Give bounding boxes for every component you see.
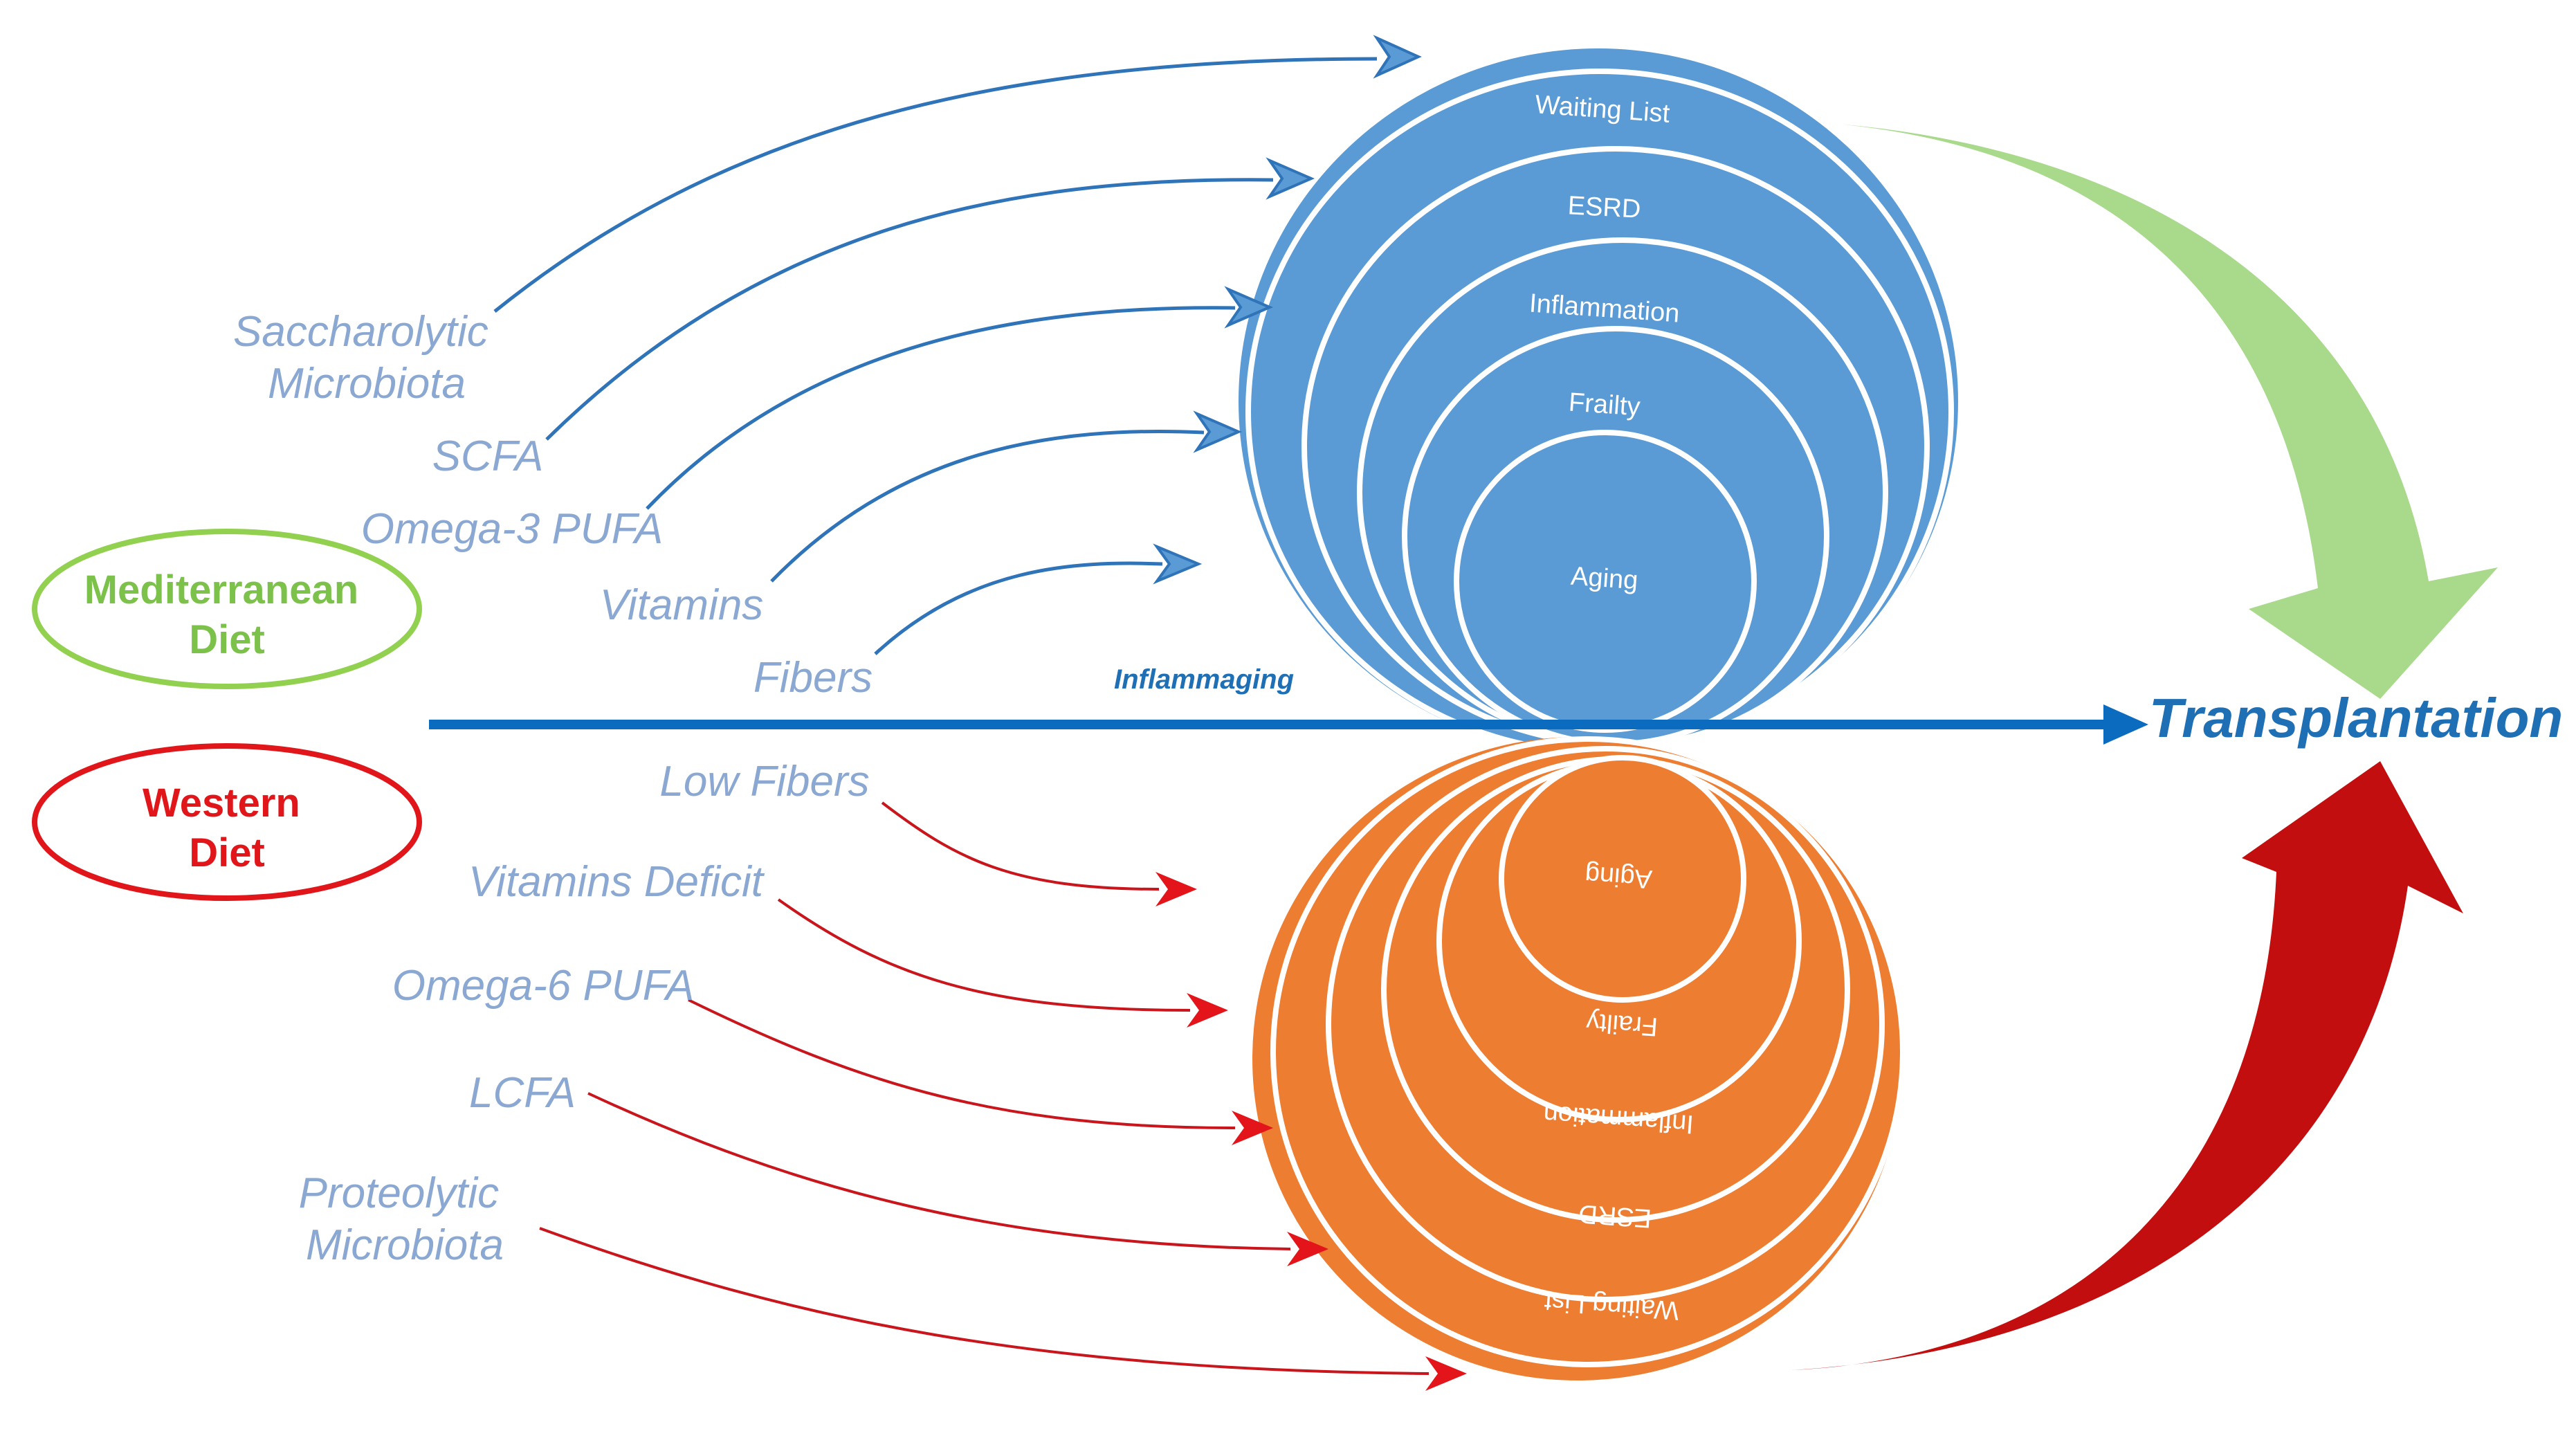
chevron-icon bbox=[1193, 410, 1243, 453]
blue-layer-aging bbox=[1454, 430, 1757, 733]
factor-omega6: Omega-6 PUFA bbox=[392, 962, 694, 1010]
western-label: Western bbox=[143, 781, 300, 826]
arrow-omega3 bbox=[646, 306, 1236, 510]
risk-factor-labels: Low Fibers Vitamins Deficit Omega-6 PUFA… bbox=[299, 758, 870, 1269]
blue-label-aging: Aging bbox=[1570, 562, 1639, 596]
arrow-proteolytic bbox=[539, 1227, 1429, 1375]
axis-arrowhead bbox=[2103, 704, 2148, 745]
factor-omega3: Omega-3 PUFA bbox=[361, 505, 663, 553]
chevron-icon bbox=[1155, 872, 1197, 906]
western-diet-word: Diet bbox=[189, 830, 265, 875]
svg-text:Western Diet: Western Diet bbox=[143, 781, 311, 875]
arrow-omega6 bbox=[688, 999, 1236, 1129]
risk-arrowheads bbox=[1155, 872, 1467, 1391]
arrow-low-fibers bbox=[881, 801, 1160, 891]
orange-layer-aging bbox=[1499, 755, 1746, 1003]
factor-lcfa: LCFA bbox=[469, 1069, 576, 1117]
factor-scfa: SCFA bbox=[432, 432, 544, 480]
mediterranean-label: Mediterranean bbox=[84, 567, 358, 612]
chevron-icon bbox=[1153, 543, 1203, 585]
orange-concentric-circles: Aging Frailty Inflammation ESRD Waiting … bbox=[1252, 736, 1906, 1380]
mediterranean-diet-word: Diet bbox=[189, 617, 265, 662]
factor-low-fibers: Low Fibers bbox=[659, 758, 869, 805]
chevron-icon bbox=[1187, 993, 1228, 1028]
factor-saccharolytic: Saccharolytic Microbiota bbox=[233, 308, 500, 408]
inflammaging-axis: Inflammaging Transplantation bbox=[429, 664, 2563, 749]
chevron-icon bbox=[1287, 1232, 1328, 1266]
factor-vitamins-deficit: Vitamins Deficit bbox=[468, 858, 765, 906]
chevron-icon bbox=[1224, 286, 1274, 329]
orange-label-aging: Aging bbox=[1584, 860, 1653, 894]
orange-label-esrd: ESRD bbox=[1578, 1198, 1652, 1232]
protective-arrows bbox=[493, 57, 1378, 655]
arrow-vitamins-deficit bbox=[777, 898, 1191, 1012]
factor-vitamins: Vitamins bbox=[600, 581, 764, 629]
svg-text:Mediterranean Diet: Mediterranean Diet bbox=[84, 567, 370, 662]
western-diet-oval: Western Diet bbox=[32, 743, 422, 901]
factor-fibers: Fibers bbox=[753, 654, 873, 702]
transplantation-label: Transplantation bbox=[2149, 687, 2564, 749]
blue-concentric-circles: Waiting List ESRD Inflammation Frailty A… bbox=[1239, 48, 1958, 755]
orange-label-frailty: Frailty bbox=[1585, 1007, 1659, 1041]
arrow-fibers bbox=[874, 561, 1163, 655]
arrow-vitamins bbox=[770, 429, 1205, 583]
protective-arrowheads bbox=[1153, 35, 1422, 585]
blue-label-frailty: Frailty bbox=[1568, 388, 1641, 421]
factor-proteolytic: Proteolytic Microbiota bbox=[299, 1169, 511, 1269]
arrow-saccharolytic bbox=[493, 57, 1378, 313]
risk-arrows bbox=[539, 801, 1429, 1375]
protective-factor-labels: Saccharolytic Microbiota SCFA Omega-3 PU… bbox=[233, 308, 873, 702]
inflammaging-label: Inflammaging bbox=[1114, 664, 1294, 695]
red-outcome-arrow bbox=[1792, 761, 2463, 1370]
green-outcome-arrow bbox=[1844, 125, 2498, 699]
chevron-icon bbox=[1373, 35, 1422, 79]
arrow-lcfa bbox=[587, 1092, 1291, 1250]
chevron-icon bbox=[1266, 157, 1315, 200]
arrow-scfa bbox=[545, 178, 1274, 441]
chevron-icon bbox=[1232, 1111, 1273, 1145]
chevron-icon bbox=[1425, 1356, 1467, 1391]
blue-label-esrd: ESRD bbox=[1567, 191, 1642, 224]
mediterranean-diet-oval: Mediterranean Diet bbox=[32, 529, 422, 689]
